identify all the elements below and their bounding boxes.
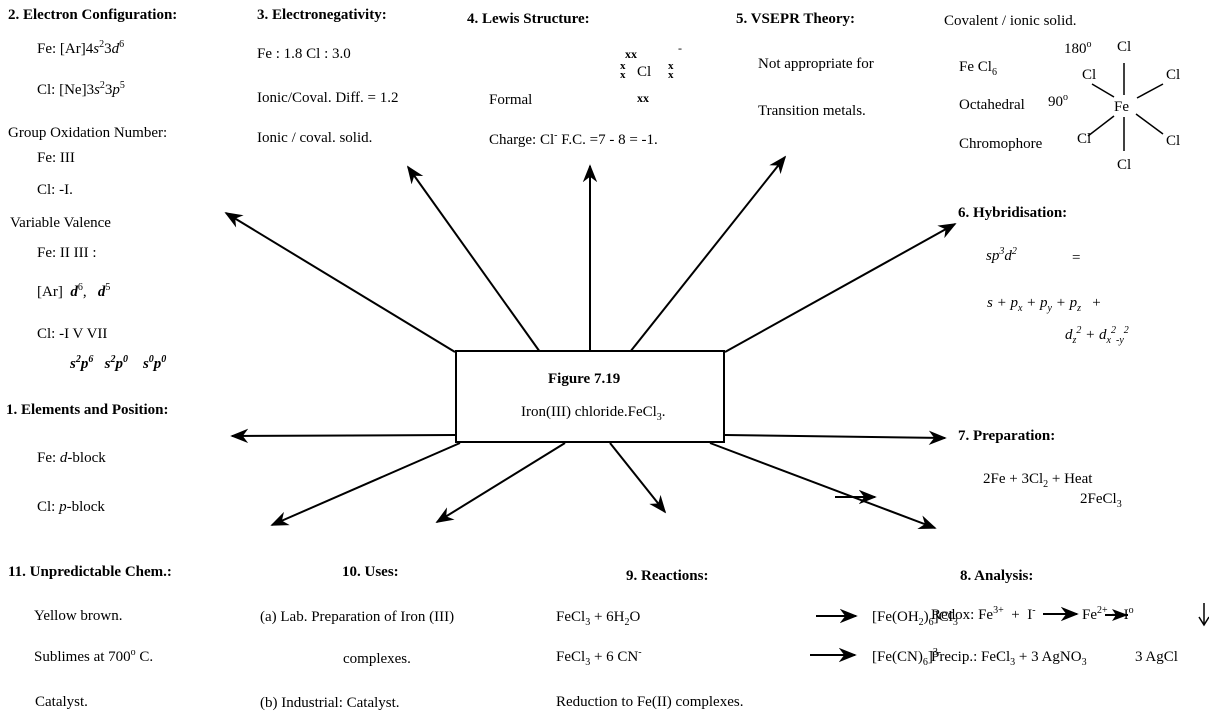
redox-line: Redox: Fe3+ + I- <box>931 605 1036 623</box>
arrow-to-elements <box>230 428 456 444</box>
arrow-to-electronegativity <box>406 165 541 353</box>
oct-heading: Covalent / ionic solid. <box>944 13 1077 29</box>
hyb-d: dz2 + dx2-y2 <box>1065 325 1129 346</box>
analysis-heading: 8. Analysis: <box>960 568 1034 584</box>
prep-product: 2FeCl3 <box>1080 491 1122 510</box>
precip-product: 3 AgCl <box>1135 649 1178 665</box>
figure-subtitle: Iron(III) chloride.FeCl3. <box>521 404 666 423</box>
group-ox-heading: Group Oxidation Number: <box>8 125 168 141</box>
arrow-to-vsepr <box>629 155 787 353</box>
preparation-heading: 7. Preparation: <box>958 428 1056 444</box>
cl-config: Cl: [Ne]3s23p5 <box>37 80 125 98</box>
uses-b: (b) Industrial: Catalyst. <box>260 695 400 711</box>
fe-valence: Fe: II III : <box>37 245 97 261</box>
prep-line1: 2Fe + 3Cl2 + Heat <box>983 471 1093 490</box>
sp3d2: sp3d2 <box>986 246 1017 264</box>
oct-cl-lower-right: Cl <box>1166 133 1181 149</box>
electronegativity-diff: Ionic/Coval. Diff. = 1.2 <box>257 90 399 106</box>
reaction-1-product: [Fe(OH2)6]Cl3 <box>872 609 958 628</box>
arrow-to-hybridisation <box>724 223 957 353</box>
reaction-2-product: [Fe(CN)6]3- <box>872 647 942 668</box>
figure-box <box>455 350 725 443</box>
electronegativity-values: Fe : 1.8 Cl : 3.0 <box>257 46 351 62</box>
oct-cl-upper-right: Cl <box>1166 67 1181 83</box>
cl-block: Cl: p-block <box>37 499 105 515</box>
reaction-3: Reduction to Fe(II) complexes. <box>556 694 744 710</box>
cl-valence: Cl: -I V VII <box>37 326 108 342</box>
oct-cl-bottom: Cl <box>1117 157 1132 173</box>
fecl6: Fe Cl6 <box>959 59 997 78</box>
vsepr-line2: Transition metals. <box>758 103 866 119</box>
precipitate-down-arrow <box>1198 616 1209 627</box>
cl-ox: Cl: -I. <box>37 182 73 198</box>
reactions-heading: 9. Reactions: <box>626 568 709 584</box>
arrow-to-preparation <box>724 430 947 445</box>
arrow-to-unpredictable <box>270 442 461 526</box>
lewis-xx-top: xx <box>625 47 637 61</box>
oct-cl-top: Cl <box>1117 39 1132 55</box>
electron-config-heading: 2. Electron Configuration: <box>8 7 178 23</box>
uses-a: (a) Lab. Preparation of Iron (III) <box>260 609 455 625</box>
reaction-2: FeCl3 + 6 CN- <box>556 647 642 668</box>
fe-block: Fe: d-block <box>37 450 106 466</box>
arrow-to-analysis <box>709 442 937 530</box>
lewis-minus: - <box>678 41 682 55</box>
electronegativity-heading: 3. Electronegativity: <box>257 7 387 23</box>
hyb-sp: s + px + py + pz + <box>987 295 1101 314</box>
unpredictable-l3: Catalyst. <box>35 694 88 710</box>
uses-heading: 10. Uses: <box>342 564 399 580</box>
figure-title: Figure 7.19 <box>548 371 621 387</box>
arrow-to-variable-valence <box>224 212 456 353</box>
oct-cl-upper-left: Cl <box>1082 67 1097 83</box>
hybridisation-heading: 6. Hybridisation: <box>958 205 1068 221</box>
uses-a2: complexes. <box>343 651 411 667</box>
ar-config: [Ar] d6, d5 <box>37 282 111 300</box>
cl-orbitals: s2p6 s2p0 s0p0 <box>70 354 167 372</box>
lewis-cl: Cl <box>637 64 652 80</box>
formal-label: Formal <box>489 92 533 108</box>
unpredictable-l2: Sublimes at 700o C. <box>34 647 154 665</box>
vsepr-heading: 5. VSEPR Theory: <box>736 11 856 27</box>
lewis-heading: 4. Lewis Structure: <box>467 11 590 27</box>
hyb-equals: = <box>1072 250 1081 266</box>
octahedron-bonds <box>1087 63 1164 151</box>
fe-ox: Fe: III <box>37 150 75 166</box>
vsepr-line1: Not appropriate for <box>758 56 874 72</box>
angle-180: 180o <box>1064 39 1092 57</box>
unpredictable-heading: 11. Unpredictable Chem.: <box>8 564 172 580</box>
octahedral-label: Octahedral <box>959 97 1025 113</box>
oct-cl-lower-left: Cl <box>1077 131 1092 147</box>
formal-charge: Charge: Cl- F.C. =7 - 8 = -1. <box>489 130 658 148</box>
arrow-to-uses <box>435 442 566 523</box>
fe-config: Fe: [Ar]4s23d6 <box>37 39 125 57</box>
arrow-to-reactions <box>609 442 667 514</box>
oct-fe: Fe <box>1114 99 1129 115</box>
electronegativity-solid: Ionic / coval. solid. <box>257 130 373 146</box>
precip-line: Precip.: FeCl3 + 3 AgNO3 <box>931 649 1087 668</box>
unpredictable-l1: Yellow brown. <box>34 608 123 624</box>
redox-products: Fe2+ + Io <box>1082 605 1134 623</box>
elements-heading: 1. Elements and Position: <box>6 402 169 418</box>
reaction-1: FeCl3 + 6H2O <box>556 609 641 628</box>
chromophore-label: Chromophore <box>959 136 1043 152</box>
lewis-xx-bottom: xx <box>637 91 649 105</box>
variable-valence-heading: Variable Valence <box>10 215 111 231</box>
angle-90: 90o <box>1048 92 1068 110</box>
